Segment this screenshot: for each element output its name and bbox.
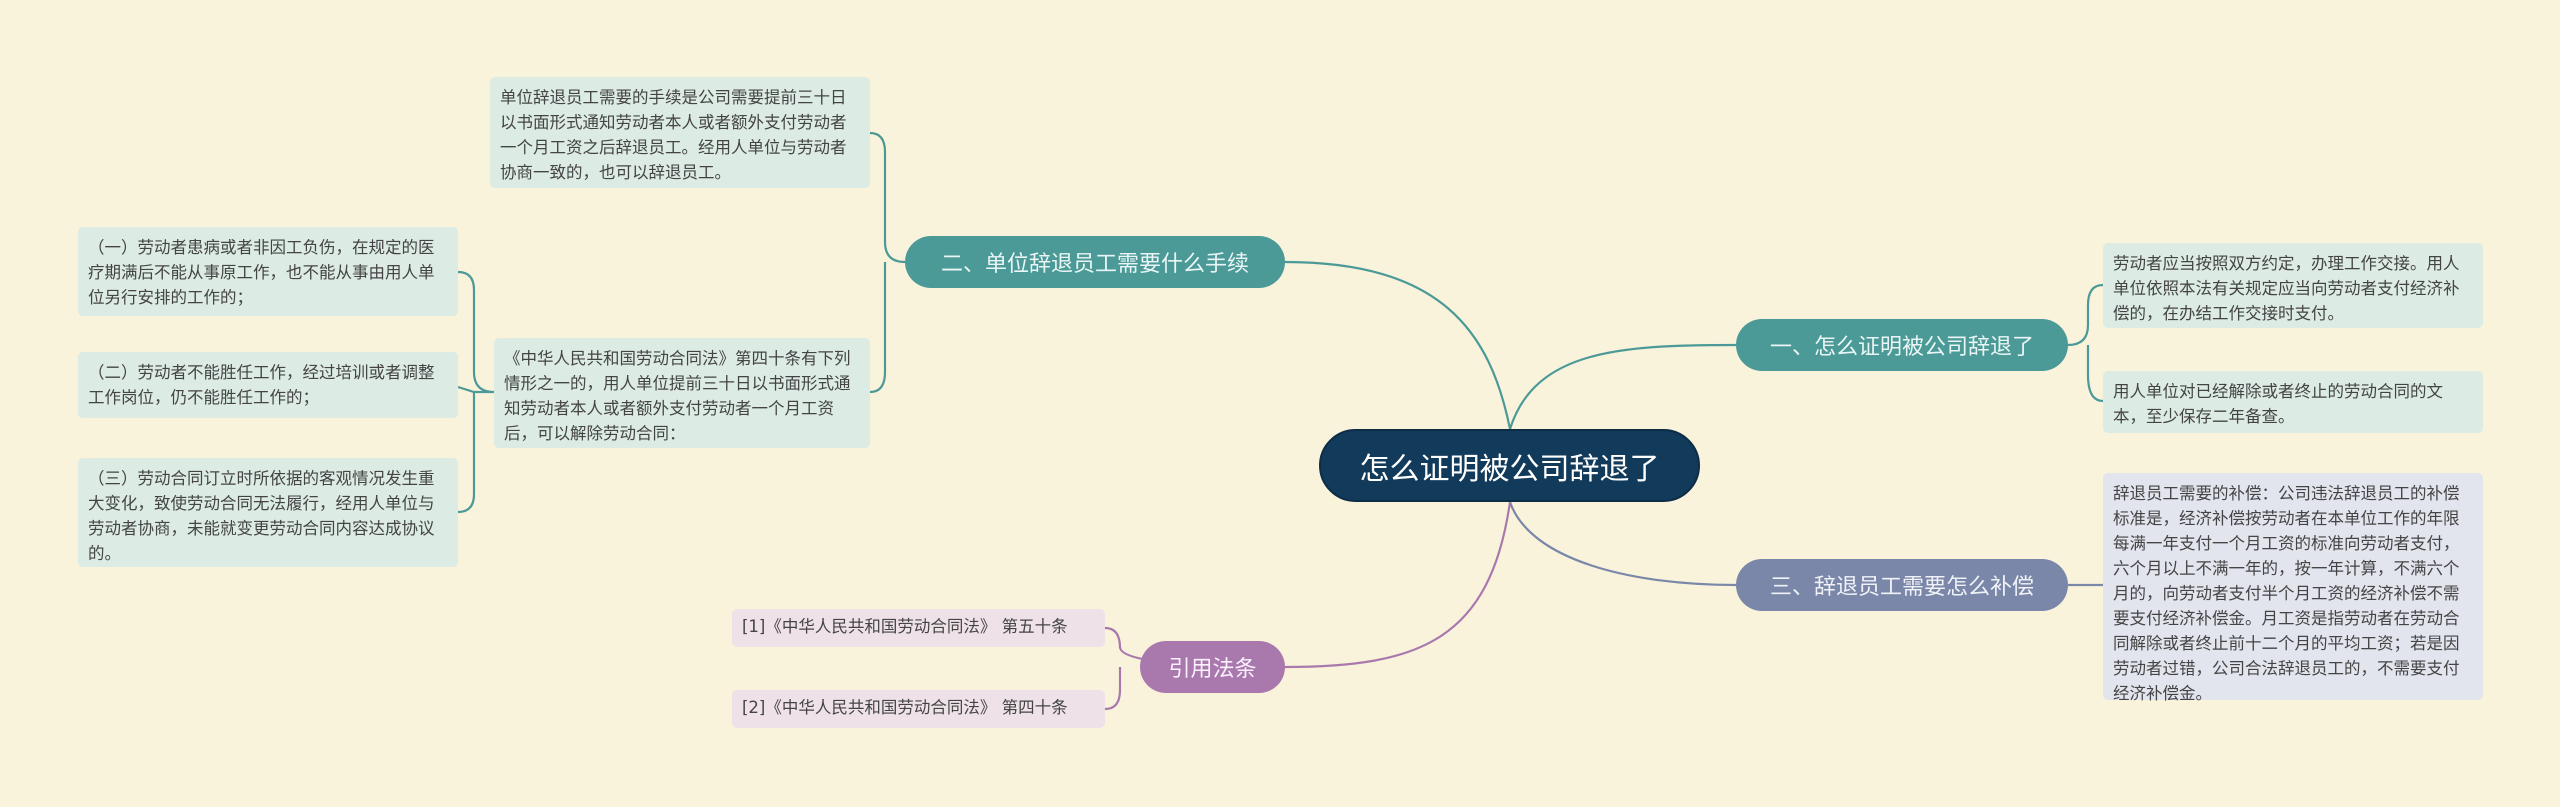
leaf-handover[interactable]: 劳动者应当按照双方约定，办理工作交接。用人单位依照本法有关规定应当向劳动者支付经…: [2103, 243, 2483, 328]
branch-cited-laws[interactable]: 引用法条: [1140, 641, 1285, 693]
leaf-text: 《中华人民共和国劳动合同法》第四十条有下列情形之一的，用人单位提前三十日以书面形…: [504, 349, 851, 443]
subleaf-incompetence[interactable]: （二）劳动者不能胜任工作，经过培训或者调整工作岗位，仍不能胜任工作的；: [78, 352, 458, 418]
leaf-text: （三）劳动合同订立时所依据的客观情况发生重大变化，致使劳动合同无法履行，经用人单…: [88, 469, 435, 563]
leaf-law-citation-1[interactable]: [1]《中华人民共和国劳动合同法》 第五十条: [732, 609, 1105, 647]
leaf-contract-retention[interactable]: 用人单位对已经解除或者终止的劳动合同的文本，至少保存二年备查。: [2103, 371, 2483, 433]
link-center-b3: [1508, 501, 1737, 587]
branch-label: 二、单位辞退员工需要什么手续: [940, 252, 1249, 277]
central-topic[interactable]: 怎么证明被公司辞退了: [1319, 429, 1700, 502]
leaf-text: [2]《中华人民共和国劳动合同法》 第四十条: [742, 698, 1068, 717]
link-b1-leaves: [2067, 283, 2104, 403]
branch-label: 三、辞退员工需要怎么补偿: [1769, 575, 2034, 600]
leaf-text: 劳动者应当按照双方约定，办理工作交接。用人单位依照本法有关规定应当向劳动者支付经…: [2113, 254, 2460, 323]
leaf-procedure-summary[interactable]: 单位辞退员工需要的手续是公司需要提前三十日以书面形式通知劳动者本人或者额外支付劳…: [490, 77, 870, 188]
link-center-b2: [1284, 260, 1512, 430]
leaf-compensation-standard[interactable]: 辞退员工需要的补偿：公司违法辞退员工的补偿标准是，经济补偿按劳动者在本单位工作的…: [2103, 473, 2483, 703]
subleaf-circumstance-change[interactable]: （三）劳动合同订立时所依据的客观情况发生重大变化，致使劳动合同无法履行，经用人单…: [78, 458, 458, 567]
link-center-b1: [1508, 343, 1737, 430]
branch-how-to-prove[interactable]: 一、怎么证明被公司辞退了: [1736, 319, 2068, 371]
leaf-text: 辞退员工需要的补偿：公司违法辞退员工的补偿标准是，经济补偿按劳动者在本单位工作的…: [2113, 484, 2460, 703]
branch-label: 一、怎么证明被公司辞退了: [1769, 335, 2034, 360]
leaf-text: 单位辞退员工需要的手续是公司需要提前三十日以书面形式通知劳动者本人或者额外支付劳…: [500, 88, 847, 182]
leaf-text: [1]《中华人民共和国劳动合同法》 第五十条: [742, 617, 1068, 636]
subleaf-illness[interactable]: （一）劳动者患病或者非因工负伤，在规定的医疗期满后不能从事原工作，也不能从事由用…: [78, 227, 458, 316]
branch-dismissal-procedure[interactable]: 二、单位辞退员工需要什么手续: [905, 236, 1285, 288]
leaf-law-citation-2[interactable]: [2]《中华人民共和国劳动合同法》 第四十条: [732, 690, 1105, 728]
link-sub-leaves: [457, 270, 495, 514]
leaf-article-40[interactable]: 《中华人民共和国劳动合同法》第四十条有下列情形之一的，用人单位提前三十日以书面形…: [494, 338, 870, 448]
leaf-text: （二）劳动者不能胜任工作，经过培训或者调整工作岗位，仍不能胜任工作的；: [88, 363, 435, 407]
leaf-text: 用人单位对已经解除或者终止的劳动合同的文本，至少保存二年备查。: [2113, 382, 2443, 426]
branch-label: 引用法条: [1168, 657, 1257, 682]
link-center-b4: [1284, 501, 1512, 669]
central-topic-label: 怎么证明被公司辞退了: [1359, 451, 1660, 487]
branch-compensation[interactable]: 三、辞退员工需要怎么补偿: [1736, 559, 2068, 611]
leaf-text: （一）劳动者患病或者非因工负伤，在规定的医疗期满后不能从事原工作，也不能从事由用…: [88, 238, 435, 307]
link-b2-leaves: [869, 131, 906, 394]
